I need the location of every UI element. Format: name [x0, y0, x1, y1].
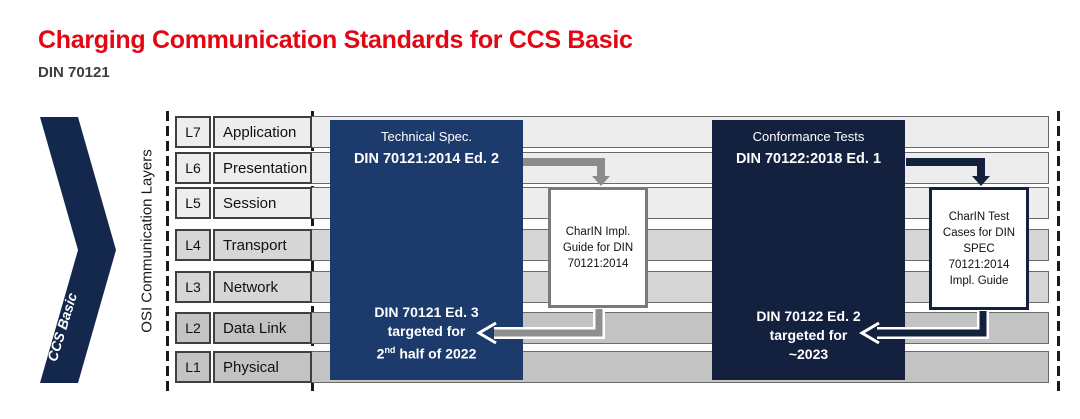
- impl-guide-line: Guide for DIN: [562, 241, 634, 254]
- impl-guide-line: 70121:2014: [567, 257, 629, 270]
- test-cases-line: Cases for DIN: [942, 226, 1016, 239]
- layer-id-l5: L5: [175, 187, 211, 219]
- layer-id-l3: L3: [175, 271, 211, 303]
- page-subtitle: DIN 70121: [38, 64, 110, 81]
- layer-id-l7: L7: [175, 116, 211, 148]
- layer-id-l1: L1: [175, 351, 211, 383]
- layer-name-session: Session: [213, 187, 312, 219]
- dashed-boundary-right: [1057, 111, 1060, 391]
- test-cases-line: Impl. Guide: [949, 274, 1009, 287]
- future-line2: targeted for: [769, 327, 848, 343]
- charin-impl-guide-box: CharIN Impl. Guide for DIN 70121:2014: [548, 187, 648, 308]
- conformance-tests-title: Conformance Tests: [752, 129, 865, 144]
- layer-id-l2: L2: [175, 312, 211, 344]
- impl-guide-line: CharIN Impl.: [565, 225, 631, 238]
- future-line3: ~2023: [788, 346, 829, 362]
- charin-test-cases-box: CharIN Test Cases for DIN SPEC 70121:201…: [929, 187, 1029, 310]
- future-line1: DIN 70121 Ed. 3: [374, 304, 479, 321]
- layer-name-physical: Physical: [213, 351, 312, 383]
- layer-name-data-link: Data Link: [213, 312, 312, 344]
- future-line2: targeted for: [387, 323, 466, 340]
- conformance-tests-box: Conformance Tests DIN 70122:2018 Ed. 1 D…: [712, 120, 905, 380]
- din-70121-ed3-target: DIN 70121 Ed. 3 targeted for 2nd half of…: [330, 303, 523, 364]
- layer-name-presentation: Presentation: [213, 152, 312, 184]
- layer-name-network: Network: [213, 271, 312, 303]
- test-cases-line: SPEC: [963, 242, 995, 255]
- future-line1: DIN 70122 Ed. 2: [756, 308, 861, 324]
- din-70121-2014-label: DIN 70121:2014 Ed. 2: [353, 151, 500, 167]
- chevron-shape: [40, 117, 116, 383]
- layer-id-l4: L4: [175, 229, 211, 261]
- technical-spec-box: Technical Spec. DIN 70121:2014 Ed. 2 DIN…: [330, 120, 523, 380]
- technical-spec-title: Technical Spec.: [380, 129, 473, 144]
- osi-axis-label: OSI Communication Layers: [138, 149, 156, 333]
- page-title: Charging Communication Standards for CCS…: [38, 26, 633, 54]
- test-cases-line: CharIN Test: [948, 210, 1010, 223]
- din-70122-2018-label: DIN 70122:2018 Ed. 1: [735, 151, 882, 167]
- din-70122-ed2-target: DIN 70122 Ed. 2 targeted for ~2023: [712, 307, 905, 364]
- layer-name-application: Application: [213, 116, 312, 148]
- test-cases-line: 70121:2014: [948, 258, 1010, 271]
- ccs-basic-chevron: CCS Basic: [40, 117, 116, 383]
- layer-id-l6: L6: [175, 152, 211, 184]
- layer-name-transport: Transport: [213, 229, 312, 261]
- future-line3: 2nd half of 2022: [376, 345, 477, 362]
- dashed-boundary-left: [166, 111, 169, 391]
